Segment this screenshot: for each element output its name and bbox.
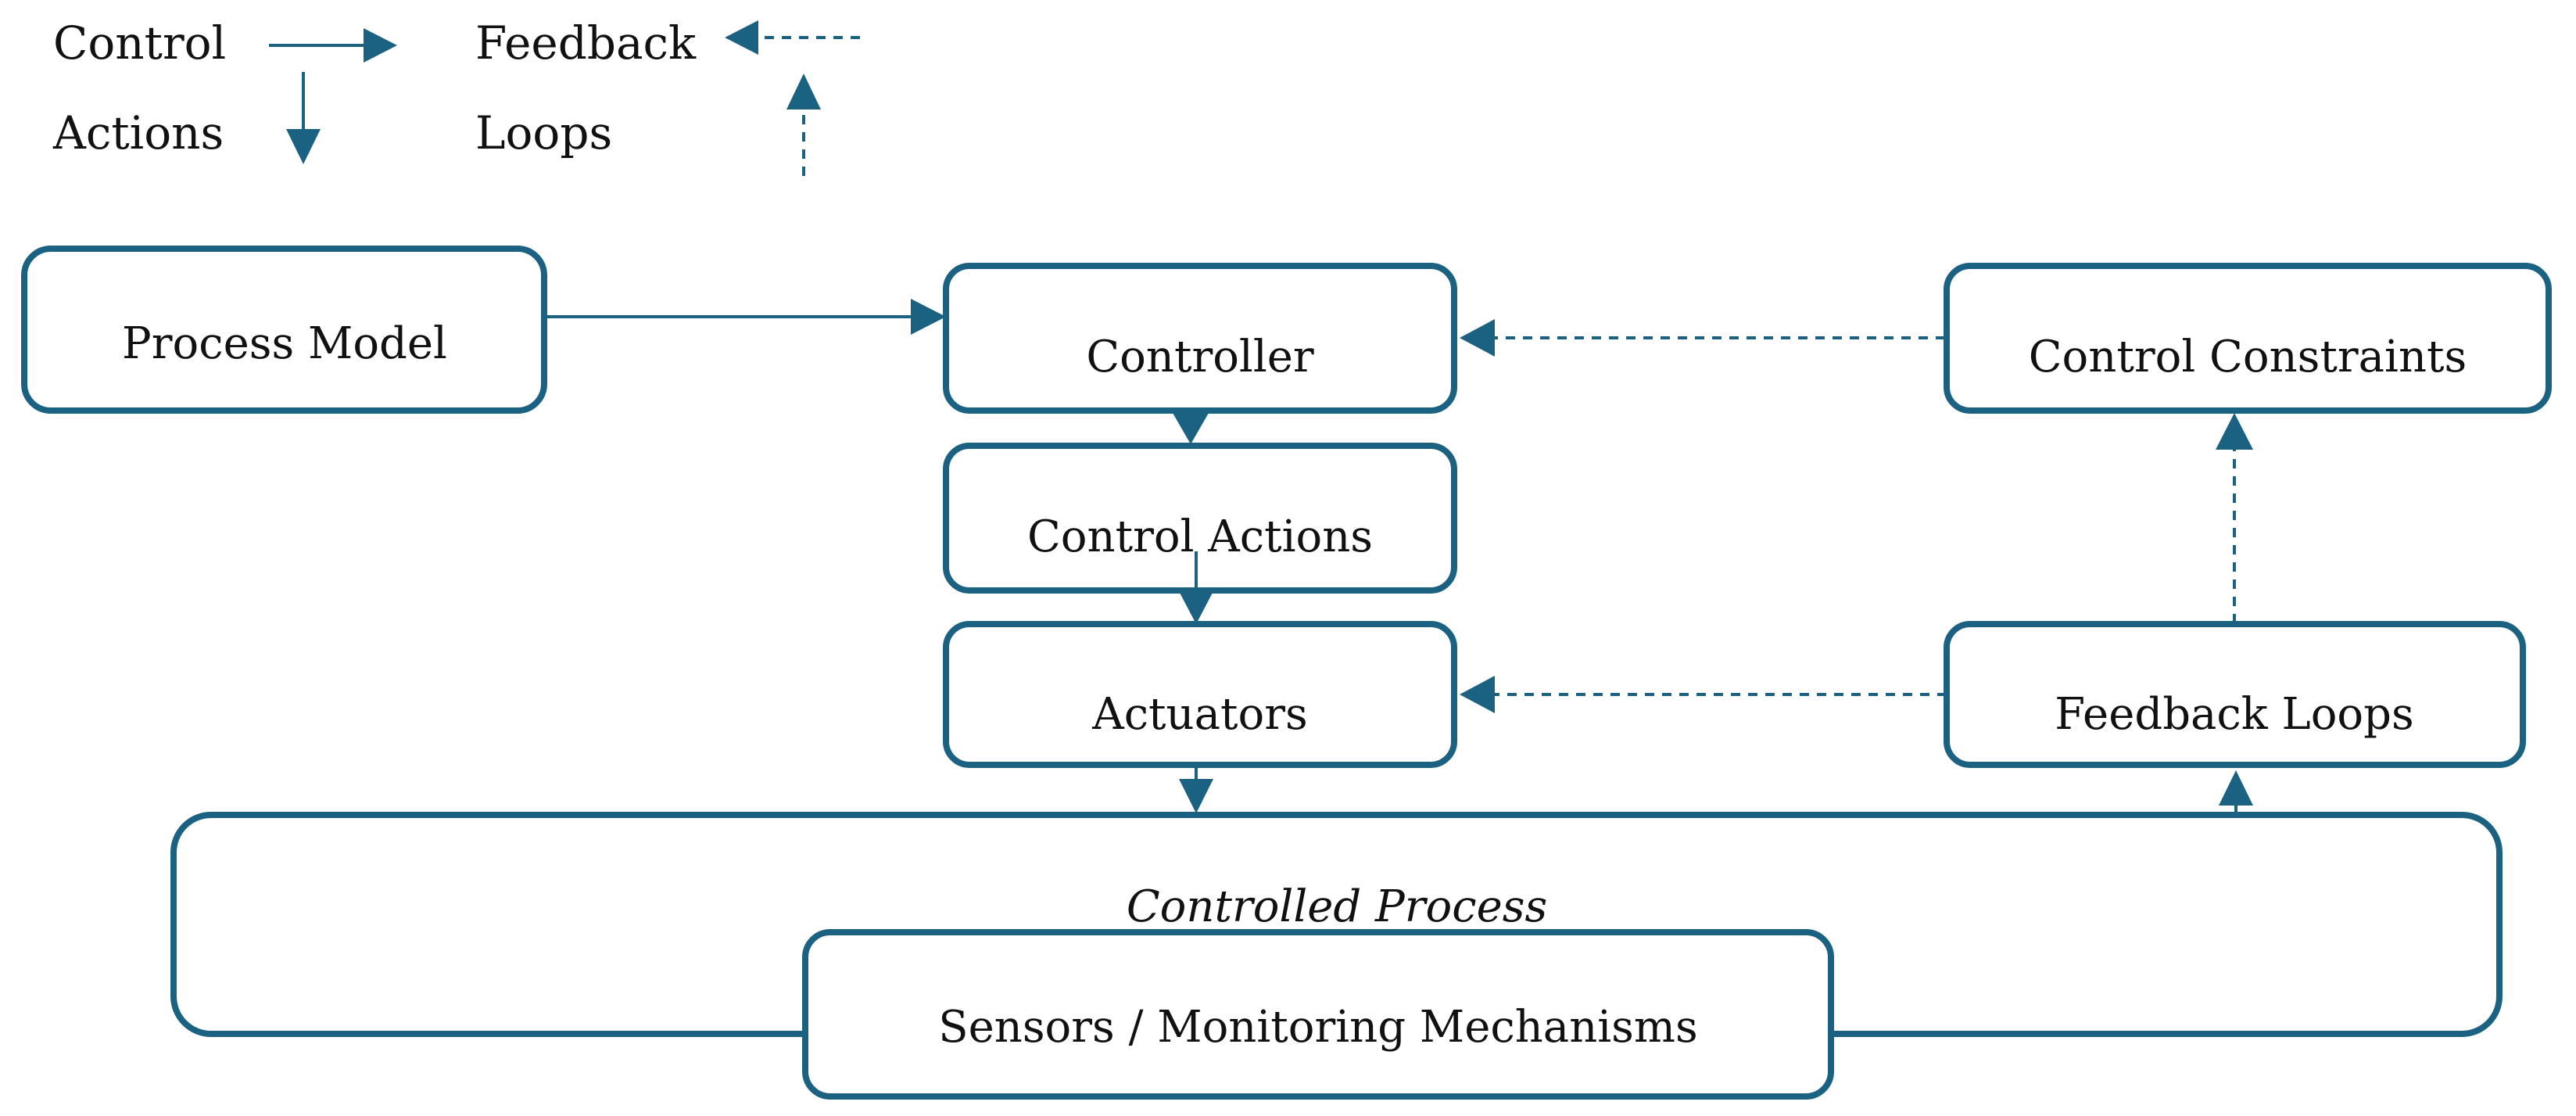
legend-actions-label: Actions [52, 106, 224, 160]
edge-control-constraints-to-controller-arrowhead [1460, 319, 1495, 357]
actuators-label: Actuators [1091, 689, 1308, 740]
edge-control-actions-to-actuators-arrowhead [1179, 591, 1213, 624]
legend-control-right-arrow [269, 28, 397, 63]
sensors-label: Sensors / Monitoring Mechanisms [938, 1002, 1698, 1053]
legend-control-down-arrowhead [286, 129, 321, 164]
process-model-label: Process Model [122, 318, 447, 369]
edge-controlled-process-to-feedback-loops-arrowhead [2219, 770, 2253, 806]
node-controlled-process: Controlled Process [170, 812, 2503, 1037]
legend-feedback-up-arrowhead [786, 74, 821, 109]
edge-feedback-loops-to-actuators-arrowhead [1460, 676, 1495, 713]
feedback-loops-box [1944, 621, 2526, 768]
edge-feedback-loops-to-control-constraints-arrowhead [2216, 413, 2253, 450]
node-sensors: Sensors / Monitoring Mechanisms [802, 929, 1834, 1100]
legend-control-right-arrowhead [364, 28, 397, 63]
legend-control-down-arrow [286, 72, 321, 164]
legend: Control Actions Feedback Loops [52, 16, 860, 176]
control-actions-label: Control Actions [1027, 511, 1373, 562]
feedback-loops-label: Feedback Loops [2055, 689, 2413, 740]
edge-controller-to-control-actions-arrowhead [1173, 413, 1209, 444]
process-model-box [21, 246, 547, 414]
node-feedback-loops: Feedback Loops [1944, 621, 2526, 768]
edge-process-model-to-controller-arrowhead [911, 299, 946, 335]
legend-feedback-up-arrow [786, 74, 821, 176]
legend-feedback-left-arrowhead [725, 20, 758, 55]
control-edges [547, 299, 2253, 817]
node-control-constraints: Control Constraints [1944, 263, 2552, 414]
edge-actuators-to-controlled-process-arrowhead [1179, 779, 1213, 813]
node-process-model: Process Model [21, 246, 547, 414]
controller-label: Controller [1086, 332, 1314, 382]
feedback-edges [1460, 319, 2253, 713]
control-actions-box [943, 443, 1457, 594]
node-control-actions: Control Actions [943, 443, 1457, 594]
actuators-box [943, 621, 1457, 768]
sensors-box [802, 929, 1834, 1100]
control-constraints-label: Control Constraints [2029, 332, 2467, 382]
control-constraints-box [1944, 263, 2552, 414]
node-controller: Controller [943, 263, 1457, 414]
legend-feedback-left-arrow [725, 20, 860, 55]
controller-box [943, 263, 1457, 414]
legend-loops-label: Loops [475, 106, 612, 160]
legend-feedback-label: Feedback [475, 16, 697, 70]
legend-control-label: Control [53, 16, 226, 70]
controlled-process-label: Controlled Process [1127, 881, 1547, 932]
node-actuators: Actuators [943, 621, 1457, 768]
